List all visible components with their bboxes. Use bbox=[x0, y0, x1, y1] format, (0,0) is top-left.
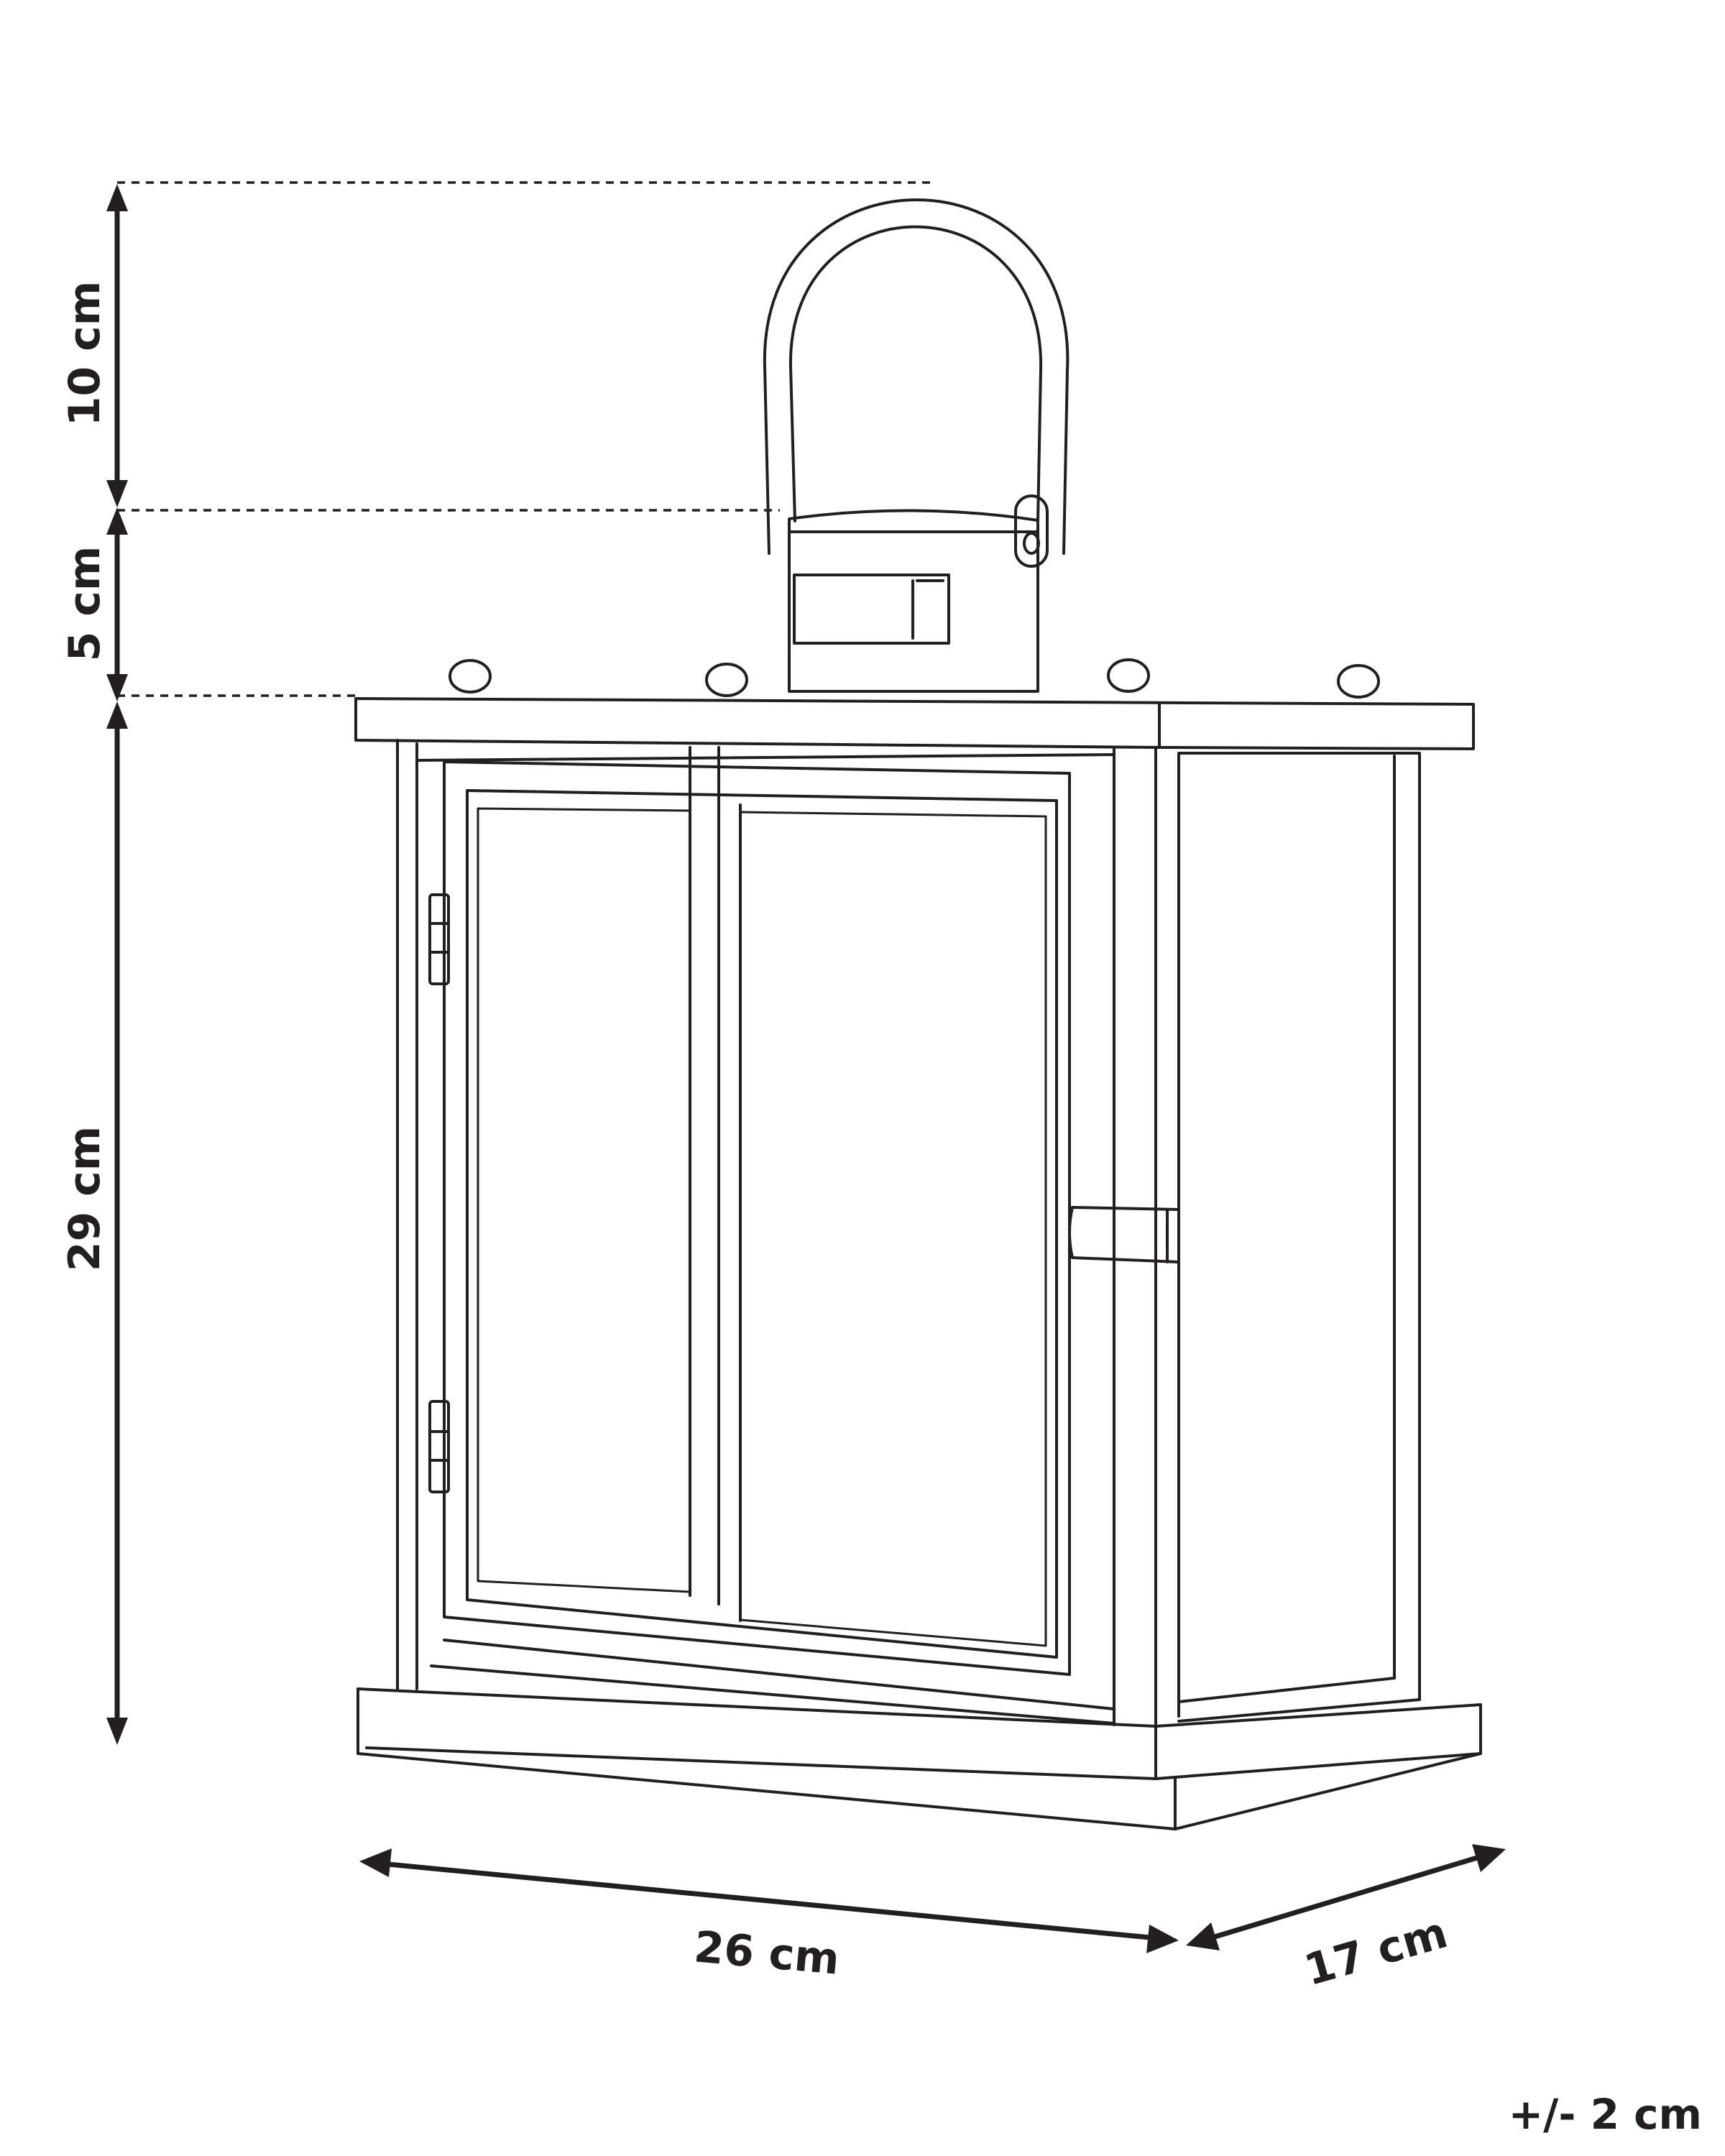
cap-cylinder bbox=[788, 509, 1039, 693]
door-latch bbox=[1068, 1206, 1180, 1263]
lantern-illustration bbox=[354, 198, 1482, 1830]
width-label: 26 cm bbox=[692, 1922, 842, 1984]
handle-height-label: 10 cm bbox=[60, 281, 110, 426]
arrowhead-cap-bottom bbox=[106, 674, 128, 701]
depth-label: 17 cm bbox=[1300, 1907, 1453, 1996]
handle-inner bbox=[788, 225, 1043, 522]
top-knob-4 bbox=[1337, 664, 1380, 699]
handle-outer bbox=[763, 198, 1070, 555]
body-height-label: 29 cm bbox=[60, 1126, 110, 1271]
arrowhead-bottom bbox=[106, 1718, 128, 1745]
cap-vent-slot bbox=[793, 573, 950, 645]
top-knob-1 bbox=[448, 659, 492, 694]
dashed-guides bbox=[117, 181, 934, 697]
hinge-lower bbox=[428, 1400, 450, 1493]
cap-height-label: 5 cm bbox=[60, 546, 110, 662]
top-knob-3 bbox=[1107, 658, 1150, 693]
vertical-dimension-bar bbox=[106, 184, 128, 1745]
depth-arrowhead-left bbox=[1186, 1922, 1220, 1950]
depth-dimension bbox=[1186, 1844, 1506, 1950]
side-panel bbox=[1177, 752, 1421, 1723]
width-dimension bbox=[359, 1848, 1179, 1953]
tolerance-label: +/- 2 cm bbox=[1509, 2090, 1702, 2139]
arrowhead-body-top bbox=[106, 701, 128, 729]
top-plate bbox=[354, 697, 1475, 750]
base-plate bbox=[356, 1687, 1482, 1830]
depth-arrowhead-right bbox=[1472, 1844, 1506, 1872]
arrowhead-handle-bottom bbox=[106, 480, 128, 507]
door bbox=[430, 746, 1116, 1725]
width-arrowhead-right bbox=[1146, 1925, 1179, 1953]
hinge-upper bbox=[428, 893, 450, 985]
front-frame bbox=[396, 739, 1157, 1744]
width-arrowhead-left bbox=[359, 1848, 392, 1877]
arrowhead-cap-top bbox=[106, 507, 128, 535]
top-knob-2 bbox=[705, 663, 748, 697]
arrowhead-top bbox=[106, 184, 128, 211]
